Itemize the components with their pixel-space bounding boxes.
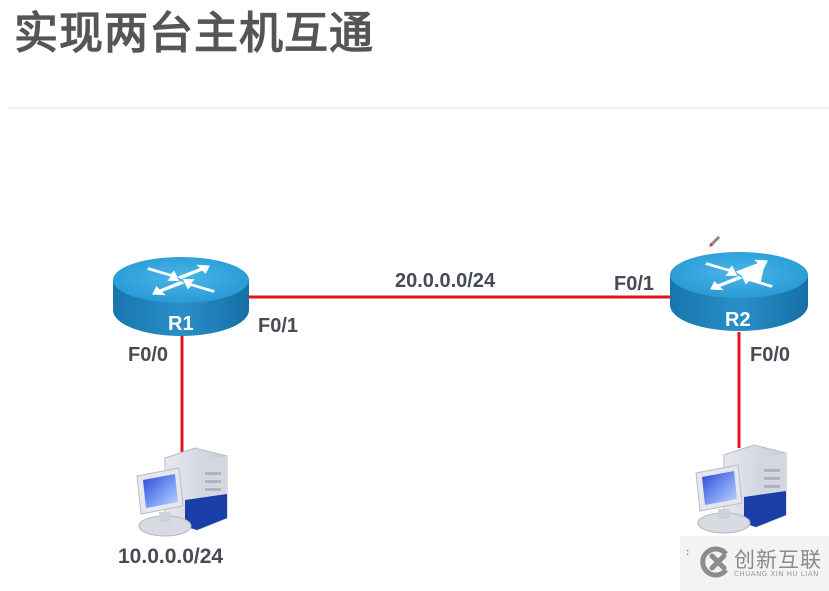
pen-cursor-icon	[709, 235, 721, 247]
left-network-label: 10.0.0.0/24	[118, 545, 224, 568]
watermark-dots: :	[686, 547, 690, 558]
slide-title: 实现两台主机互通	[14, 8, 374, 59]
router-r1-label: R1	[168, 313, 194, 335]
title-divider	[8, 107, 829, 109]
r2-f00-label: F0/0	[750, 344, 791, 366]
r2-f01-label: F0/1	[614, 273, 655, 295]
router-r2-label: R2	[725, 309, 751, 331]
r1-f00-label: F0/0	[128, 344, 169, 366]
r1-f01-label: F0/1	[258, 315, 299, 337]
router-r2-icon	[670, 252, 808, 331]
middle-network-label: 20.0.0.0/24	[395, 270, 496, 292]
pc2-computer-icon	[695, 444, 787, 534]
watermark: : 创新互联 CHUANG XIN HU LIAN	[680, 536, 829, 591]
pc1-computer-icon	[136, 447, 228, 537]
watermark-logo-icon	[700, 546, 728, 578]
watermark-text: 创新互联	[734, 548, 822, 572]
watermark-subtext: CHUANG XIN HU LIAN	[734, 570, 819, 578]
router-r1-icon	[113, 257, 249, 336]
